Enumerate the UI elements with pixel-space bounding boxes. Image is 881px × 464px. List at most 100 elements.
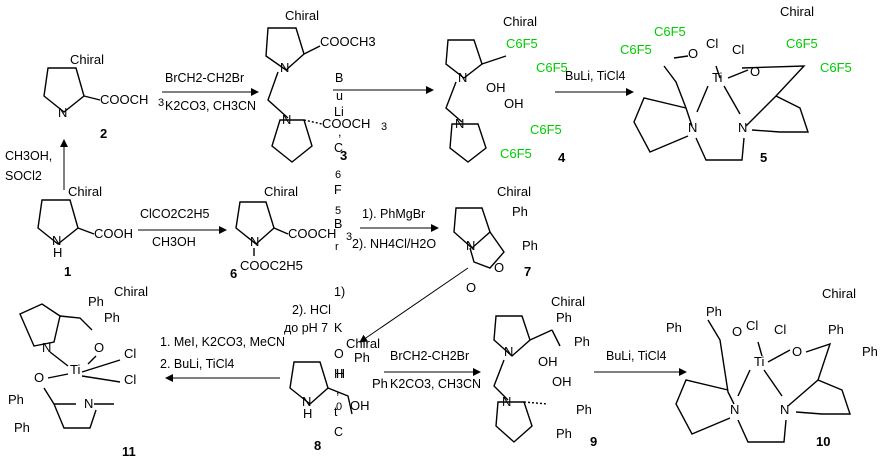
reagent-text: C	[334, 425, 343, 439]
atom-label: H	[334, 366, 343, 381]
c6f5-group: C6F5	[500, 146, 532, 161]
reagent-text: CH3OH,	[5, 149, 52, 163]
chiral-label: Chiral	[346, 336, 380, 351]
chiral-label: Chiral	[285, 8, 319, 23]
phenyl-label: Ph	[706, 304, 722, 319]
reagents-1-to-2: CH3OH, SOCl2	[5, 149, 52, 183]
atom-label: N	[42, 340, 51, 355]
reagent-text: ,	[338, 125, 341, 139]
compound-number: 11	[122, 444, 136, 459]
atom-label: N	[52, 233, 61, 248]
oxygen-label: O	[466, 280, 476, 295]
atom-label: N	[504, 344, 513, 359]
compound-11: Chiral Ph Ph O Cl Cl Ti N N O Ph Ph 11	[8, 284, 148, 459]
phenyl-label: Ph	[556, 426, 572, 441]
chiral-label: Chiral	[114, 284, 148, 299]
chiral-label: Chiral	[822, 286, 856, 301]
compound-5: Chiral C6F5 C6F5 C6F5 C6F5 O O Cl Cl Ti …	[620, 4, 852, 165]
chiral-label: Chiral	[264, 184, 298, 199]
oxygen-label: O	[732, 324, 742, 339]
subscript: 3	[158, 97, 164, 109]
reagent-text: 2. BuLi, TiCl4	[160, 357, 234, 371]
compound-number: 2	[100, 126, 107, 141]
group-label: COOH	[94, 226, 133, 241]
compound-number: 8	[314, 438, 321, 453]
chlorine-label: Cl	[124, 372, 136, 387]
phenyl-label: Ph	[862, 344, 878, 359]
atom-label: N	[502, 394, 511, 409]
atom-label: N	[738, 120, 747, 135]
phenyl-label: Ph	[512, 204, 528, 219]
atom-label: H	[303, 406, 312, 421]
reagent-text: Li	[334, 105, 344, 119]
atom-label: N	[58, 105, 67, 120]
hydroxyl-label: OH	[486, 80, 506, 95]
group-label: COOCH	[322, 116, 370, 131]
atom-label: H	[53, 245, 62, 260]
c6f5-group: C6F5	[654, 24, 686, 39]
reagent-text: ,	[336, 383, 339, 397]
phenyl-label: Ph	[354, 350, 370, 365]
group-label: COOCH	[100, 92, 148, 107]
compound-8: Chiral Ph Ph H OH N H 8	[289, 336, 388, 453]
reagents-3-to-4: B u Li , C 6 F 5 B r	[334, 71, 344, 253]
phenyl-label: Ph	[666, 320, 682, 335]
compound-number: 1	[64, 264, 71, 279]
reagent-text: 2). HCl	[292, 303, 331, 317]
subscript: 3	[381, 121, 387, 133]
oxygen-label: O	[494, 260, 504, 275]
phenyl-label: Ph	[8, 392, 24, 407]
reagent-text: SOCl2	[5, 169, 42, 183]
chiral-label: Chiral	[503, 14, 537, 29]
compound-1: Chiral COOH N H 1	[37, 184, 133, 279]
chiral-label: Chiral	[68, 184, 102, 199]
reagent-text: BuLi, TiCl4	[606, 349, 666, 363]
reagent-text: BrCH2-CH2Br	[165, 71, 244, 85]
reagent-text: 5	[335, 205, 341, 217]
reagent-text: F	[334, 183, 342, 197]
c6f5-group: C6F5	[536, 60, 568, 75]
compound-7: Chiral Ph Ph N O O 7	[453, 184, 538, 295]
chlorine-label: Cl	[732, 42, 744, 57]
atom-label: N	[250, 234, 259, 249]
atom-label: N	[455, 116, 464, 131]
atom-label: N	[302, 394, 311, 409]
compound-number: 9	[590, 434, 597, 449]
phenyl-label: Ph	[88, 294, 104, 309]
compound-number: 4	[558, 150, 566, 165]
c6f5-group: C6F5	[820, 60, 852, 75]
reagent-text: t	[334, 405, 338, 419]
chiral-label: Chiral	[70, 52, 104, 67]
c6f5-group: C6F5	[786, 36, 818, 51]
compound-number: 3	[340, 148, 347, 163]
phenyl-label: Ph	[828, 322, 844, 337]
c6f5-group: C6F5	[530, 122, 562, 137]
reagent-text: K2CO3, CH3CN	[390, 377, 481, 391]
compound-9: Chiral Ph Ph OH N N OH Ph Ph 9	[493, 294, 597, 449]
reagent-text: K	[334, 321, 343, 335]
compound-6: Chiral COOCH 3 N COOC2H5 6	[230, 184, 352, 281]
phenyl-label: Ph	[556, 310, 572, 325]
chlorine-label: Cl	[746, 318, 758, 333]
atom-label: N	[280, 60, 289, 75]
reagent-text: r	[335, 241, 339, 253]
reagents-8-to-11: 1. MeI, K2CO3, MeCN 2. BuLi, TiCl4	[160, 335, 285, 371]
phenyl-label: Ph	[574, 334, 590, 349]
reagent-text: u	[336, 89, 343, 103]
reagent-text: до pH 7	[284, 321, 328, 335]
reagent-text: H	[336, 367, 345, 381]
reagent-text: 1. MeI, K2CO3, MeCN	[160, 335, 285, 349]
phenyl-label: Ph	[372, 376, 388, 391]
reagent-text: K2CO3, CH3CN	[165, 99, 256, 113]
atom-label: N	[466, 238, 475, 253]
reagents-6-to-7: 1). PhMgBr 2). NH4Cl/H2O	[352, 207, 436, 251]
atom-label: N	[458, 70, 467, 85]
group-label: COOCH3	[320, 34, 376, 49]
phenyl-label: Ph	[104, 310, 120, 325]
reagent-text: 0	[336, 401, 342, 413]
compound-2: Chiral N COOCH 3 2	[43, 52, 164, 141]
reagents-8-to-9: BrCH2-CH2Br K2CO3, CH3CN	[390, 349, 481, 391]
atom-label: N	[282, 112, 291, 127]
reagent-text: ClCO2C2H5	[140, 207, 210, 221]
